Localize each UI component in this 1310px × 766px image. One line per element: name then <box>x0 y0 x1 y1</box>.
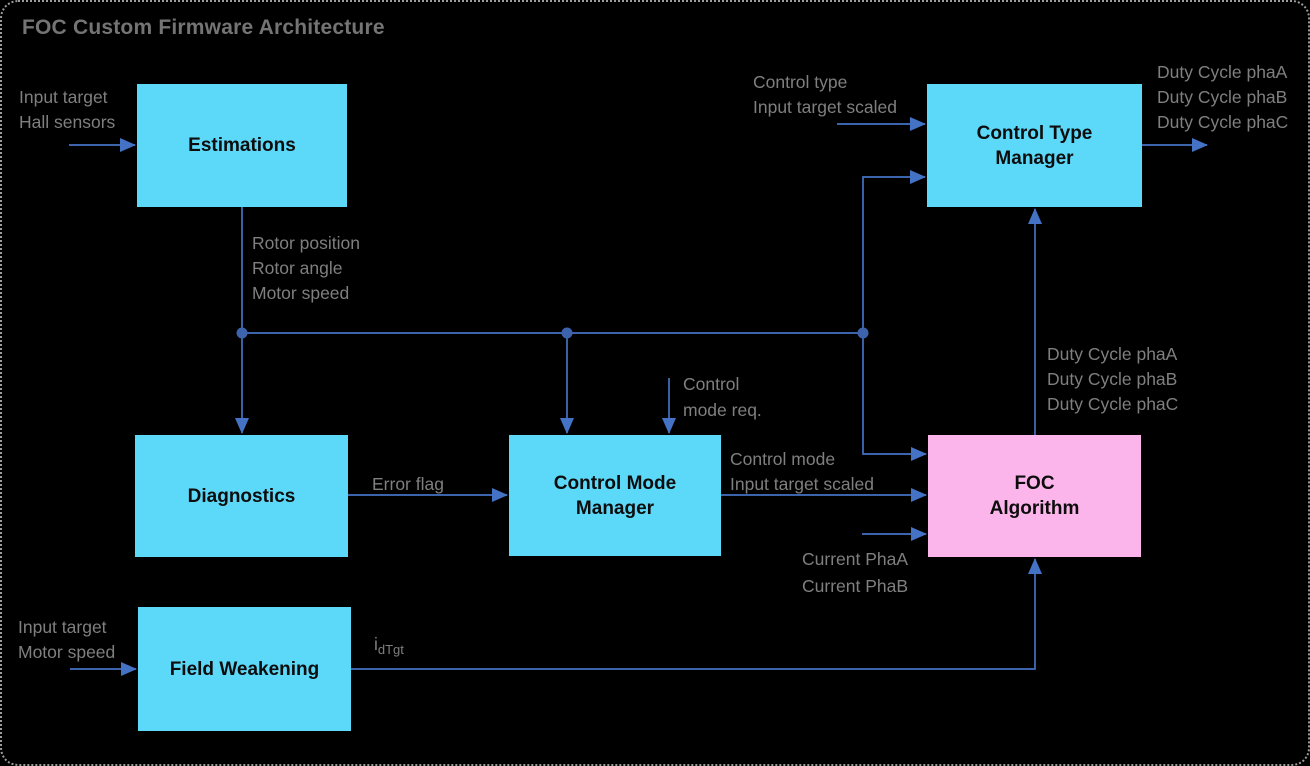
arrow-bus-to-control-type-manager <box>862 170 926 333</box>
label-error-flag: Error flag <box>372 474 444 494</box>
block-diagnostics: Diagnostics <box>135 435 348 557</box>
label-duty-cycle-outputs: Duty Cycle phaA Duty Cycle phaB Duty Cyc… <box>1157 62 1289 132</box>
label-field-weakening-inputs: Input target Motor speed <box>18 617 116 662</box>
block-control-mode-manager: Control Mode Manager <box>509 435 721 556</box>
arrow-bus-to-foc-algorithm <box>862 333 927 461</box>
junction-dot <box>561 327 573 339</box>
diagram-title: FOC Custom Firmware Architecture <box>22 16 385 39</box>
label-estimations-inputs: Input target Hall sensors <box>19 87 116 132</box>
label-control-mode-outputs: Control mode Input target scaled <box>730 449 874 494</box>
label-estimation-outputs: Rotor position Rotor angle Motor speed <box>252 233 360 303</box>
label-control-type-inputs: Control type Input target scaled <box>753 72 897 117</box>
junction-dot <box>857 327 869 339</box>
label-idtgt: idTgt <box>374 634 404 657</box>
block-foc-algorithm: FOC Algorithm <box>928 435 1141 557</box>
block-estimations: Estimations <box>137 84 347 207</box>
block-control-type-manager: Control Type Manager <box>927 84 1142 207</box>
junction-dot <box>236 327 248 339</box>
block-field-weakening: Field Weakening <box>138 607 351 731</box>
arrow-idtgt-to-foc <box>351 558 1042 670</box>
label-duty-cycle-feedback: Duty Cycle phaA Duty Cycle phaB Duty Cyc… <box>1047 344 1179 414</box>
label-current-inputs: Current PhaA Current PhaB <box>802 549 909 596</box>
label-control-mode-req: Control mode req. <box>683 374 762 420</box>
